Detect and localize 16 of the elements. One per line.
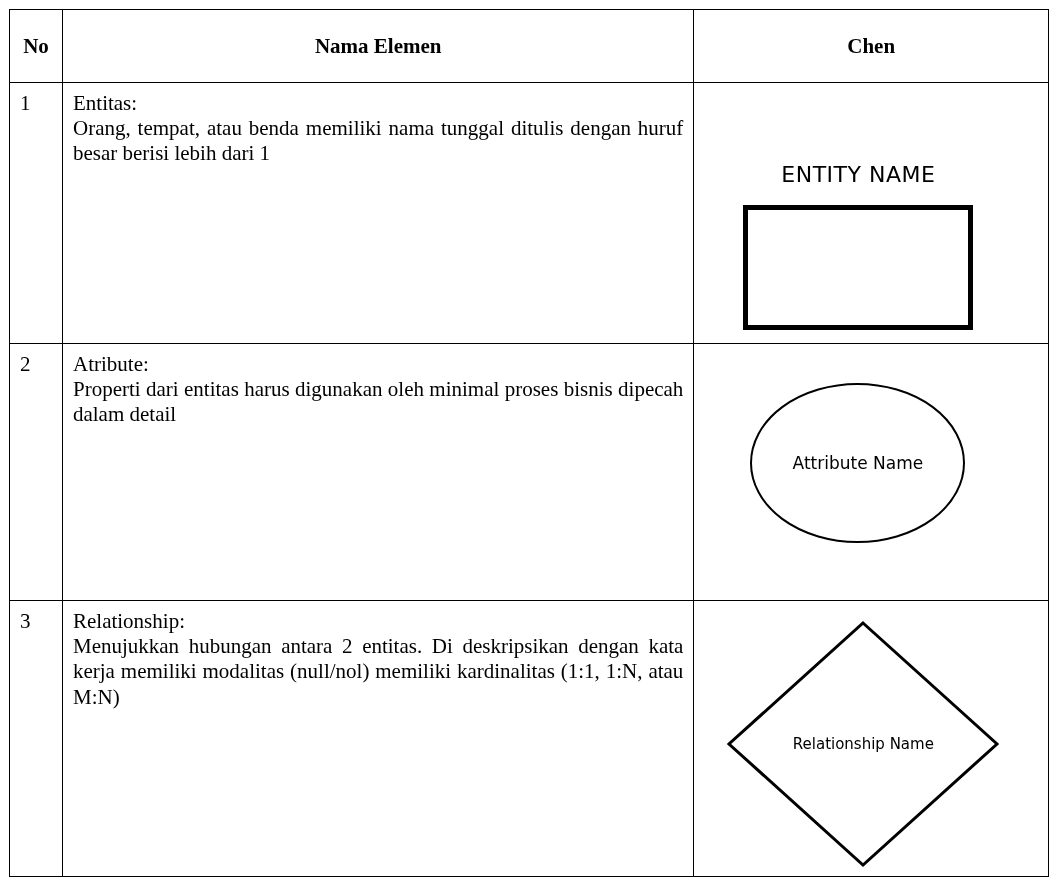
entity-name: ENTITY NAME (780, 162, 937, 187)
entity-rectangle (743, 205, 974, 330)
element-description: Properti dari entitas harus digunakan oleh minimal proses bisnis dipecah dalam detail (72, 377, 684, 428)
column-header: Nama Elemen (314, 33, 442, 58)
element-name: Relationship: (72, 609, 186, 635)
row-number: 1 (20, 91, 32, 117)
row-number: 2 (20, 352, 32, 378)
column-header: Chen (847, 33, 896, 58)
attribute-ellipse: Attribute Name (750, 383, 966, 543)
element-name: Atribute: (72, 352, 150, 378)
relationship-diamond: Relationship Name (727, 621, 1000, 867)
element-name: Entitas: (72, 91, 139, 117)
row-number: 3 (20, 609, 32, 635)
element-description: Menujukkan hubungan antara 2 entitas. Di deskripsikan dengan kata kerja memiliki modalitas (null/nol) memiliki kardinalitas (1:1, 1:N, atau M:N) (72, 634, 684, 710)
column-header: No (23, 33, 49, 58)
element-description: Orang, tempat, atau benda memiliki nama tunggal ditulis dengan huruf besar berisi lebih dari 1 (72, 116, 684, 167)
